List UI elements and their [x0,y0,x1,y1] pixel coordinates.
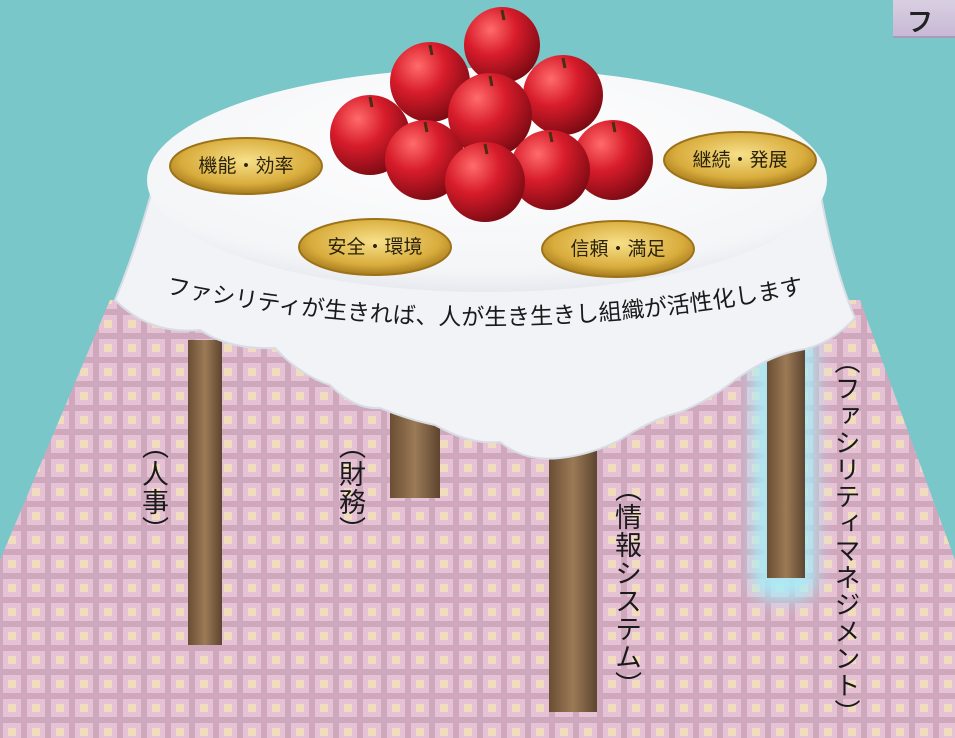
plate-trust-label: 信頼・満足 [570,238,665,260]
leg-label-fm: （ファシリティマネジメント） [830,348,860,726]
plate-safety-label: 安全・環境 [327,236,422,258]
plate-efficiency-label: 機能・効率 [198,155,293,177]
corner-tab-text: フ [907,8,934,38]
leg-label-it: （情報システム） [610,475,641,699]
plate-continuity: 継続・発展 [663,131,817,189]
leg-fm [767,330,805,578]
plate-trust: 信頼・満足 [541,220,695,278]
plate-safety: 安全・環境 [298,218,452,276]
corner-tab: フ [893,0,955,38]
leg-hr [188,340,222,645]
leg-label-hr: （人事） [137,432,168,544]
carpet [0,300,955,738]
leg-it [549,430,597,712]
apple-pile [330,7,653,222]
leg-label-finance: （財務） [334,432,365,544]
plate-continuity-label: 継続・発展 [692,149,787,171]
plate-efficiency: 機能・効率 [169,137,323,195]
